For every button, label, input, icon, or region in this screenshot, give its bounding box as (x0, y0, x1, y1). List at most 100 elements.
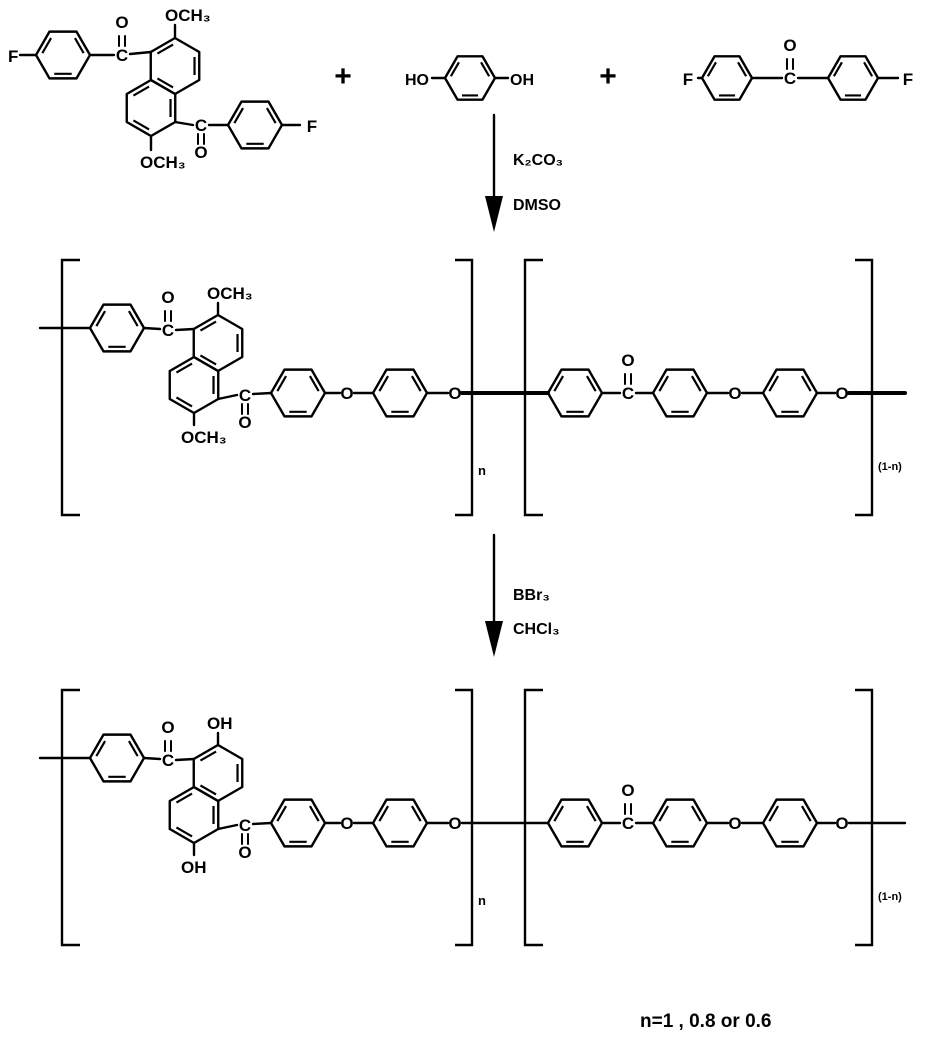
ring-double-bond (449, 61, 460, 77)
ring-double-bond (128, 310, 139, 327)
ring-outline (826, 55, 880, 101)
ring-outline (88, 733, 146, 783)
ring-double-bond (276, 375, 287, 392)
substituent-label: OH (207, 714, 233, 733)
ring-double-bond (74, 37, 85, 54)
fluorine-label: F (8, 47, 18, 66)
ring-double-bond (553, 805, 564, 822)
carbonyl-carbon: C (784, 69, 796, 88)
carbonyl-oxygen: O (161, 288, 174, 307)
ring-double-bond (801, 805, 812, 822)
naphthalene-ring (168, 355, 220, 415)
ring-outline (168, 355, 220, 415)
substituent-label: OH (181, 858, 207, 877)
benzene-ring (34, 30, 92, 80)
ring-double-bond (801, 375, 812, 392)
ring-double-bond (175, 396, 193, 408)
solvent-label: CHCl₃ (513, 621, 560, 638)
benzene-ring (761, 368, 819, 418)
bond (173, 120, 195, 127)
carbonyl-carbon: C (162, 751, 174, 770)
naphthalene-ring (168, 785, 220, 845)
repeat-unit-1-minus-n: (1-n) (878, 891, 902, 903)
ring-double-bond (658, 375, 669, 392)
ring-double-bond (309, 805, 320, 822)
ring-outline (371, 368, 429, 418)
fluorine-label: F (903, 70, 913, 89)
ring-double-bond (378, 375, 389, 392)
ring-double-bond (132, 85, 150, 97)
plus-sign: + (599, 60, 617, 93)
benzene-ring (546, 798, 604, 848)
ring-double-bond (832, 61, 843, 77)
ring-double-bond (276, 805, 287, 822)
ether-oxygen: O (835, 814, 848, 833)
carbonyl-oxygen: O (783, 36, 796, 55)
bond (216, 823, 239, 831)
carbonyl-oxygen: O (194, 143, 207, 162)
carbonyl-oxygen: O (238, 413, 251, 432)
bond (174, 757, 196, 762)
footnote-n-values: n=1 , 0.8 or 0.6 (640, 1011, 772, 1032)
ether-oxygen: O (448, 814, 461, 833)
methoxy-label: OCH₃ (140, 153, 186, 172)
carbonyl-oxygen: O (621, 351, 634, 370)
bond (142, 326, 162, 331)
ring-double-bond (586, 375, 597, 392)
ring-double-bond (175, 826, 193, 838)
benzene-ring (269, 368, 327, 418)
benzene-ring (761, 798, 819, 848)
ring-double-bond (691, 805, 702, 822)
ring-outline (34, 30, 92, 80)
ring-outline (88, 303, 146, 353)
bracket-right (855, 688, 874, 947)
fluorine-label: F (307, 117, 317, 136)
ring-double-bond (156, 43, 174, 55)
ring-double-bond (95, 740, 106, 757)
carbonyl-carbon: C (195, 116, 207, 135)
ring-double-bond (691, 375, 702, 392)
substituent-label: OCH₃ (207, 284, 253, 303)
solvent-label: DMSO (513, 197, 561, 214)
ether-oxygen: O (448, 384, 461, 403)
ring-outline (371, 798, 429, 848)
ring-outline (269, 798, 327, 848)
ring-outline (443, 55, 497, 101)
hydroxyl-label: HO (405, 72, 429, 89)
carbonyl-oxygen: O (115, 13, 128, 32)
benzene-ring (88, 303, 146, 353)
ring-double-bond (175, 792, 193, 804)
fluorine-label: F (683, 70, 693, 89)
bond (251, 391, 273, 396)
naphthalene-ring (149, 36, 201, 96)
benzene-ring (443, 55, 497, 101)
ring-outline (651, 368, 709, 418)
carbonyl-carbon: C (622, 814, 634, 833)
bracket-right (455, 688, 474, 947)
carbonyl-carbon: C (622, 384, 634, 403)
benzene-ring (226, 100, 284, 150)
ring-double-bond (658, 805, 669, 822)
ring-double-bond (156, 77, 174, 89)
ring-double-bond (95, 310, 106, 327)
carbonyl-carbon: C (116, 46, 128, 65)
bond (216, 393, 239, 401)
benzene-ring (546, 368, 604, 418)
bracket-left (60, 688, 80, 947)
benzene-ring (371, 798, 429, 848)
ring-outline (149, 36, 201, 96)
reagent-label: BBr₃ (513, 587, 550, 604)
ring-double-bond (586, 805, 597, 822)
ring-double-bond (480, 61, 491, 77)
benzene-ring (88, 733, 146, 783)
benzene-ring (651, 368, 709, 418)
methoxy-label: OCH₃ (165, 6, 211, 25)
ring-outline (761, 798, 819, 848)
ring-outline (546, 368, 604, 418)
ring-double-bond (266, 107, 277, 124)
ring-outline (761, 368, 819, 418)
ring-double-bond (175, 362, 193, 374)
ring-double-bond (411, 375, 422, 392)
hydroxyl-label: OH (510, 72, 534, 89)
ring-double-bond (309, 375, 320, 392)
